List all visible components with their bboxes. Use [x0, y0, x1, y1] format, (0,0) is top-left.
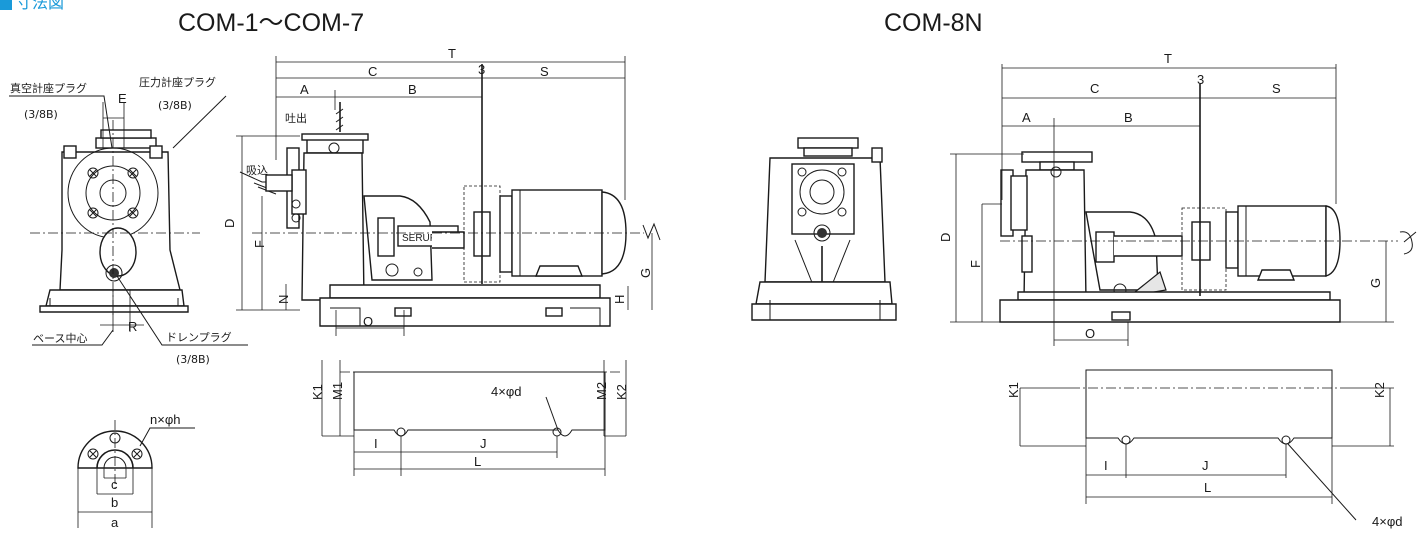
dim-label-J-right: J: [1202, 458, 1209, 473]
callout-pressure-plug: 圧力計座プラグ: [139, 75, 216, 89]
side-view-left: SERUPURA T C 3 S A B D F N: [222, 46, 661, 336]
dim-label-M2-left: M2: [594, 382, 609, 400]
dim-label-L-left: L: [474, 454, 481, 469]
dim-label-N-left: N: [276, 295, 291, 304]
callout-suction: 吸込: [246, 164, 268, 177]
dim-label-a: a: [111, 515, 119, 530]
callout-drain-size: (3/8B): [176, 353, 210, 366]
dim-label-D-left: D: [222, 219, 237, 228]
dim-label-C-left: C: [368, 64, 377, 79]
title-right: COM-8N: [884, 9, 983, 37]
dim-label-A-left: A: [300, 82, 309, 97]
dim-label-S-left: S: [540, 64, 549, 79]
dim-label-K2-left: K2: [614, 384, 629, 400]
dim-label-O-right: O: [1085, 326, 1095, 341]
dim-label-b: b: [111, 495, 118, 510]
dim-label-gap-right: 3: [1197, 72, 1204, 87]
dim-label-O-left: O: [363, 314, 373, 329]
callout-flange-holes: n×φh: [150, 412, 180, 427]
dim-label-T-right: T: [1164, 51, 1172, 66]
dim-label-R: R: [128, 319, 137, 334]
flange-detail-left: [77, 420, 195, 528]
base-plan-right: K1 K2 I J L: [1006, 369, 1394, 521]
dim-label-G-right: G: [1368, 278, 1383, 288]
dim-label-D-right: D: [938, 233, 953, 242]
section-marker: [0, 0, 12, 10]
callout-bolt-holes-right: 4×φd: [1372, 514, 1402, 529]
dim-label-F-right: F: [968, 260, 983, 268]
dim-label-M1-left: M1: [330, 382, 345, 400]
front-view-left: E R: [9, 91, 248, 346]
dim-label-A-right: A: [1022, 110, 1031, 125]
front-view-right: [751, 137, 897, 321]
dim-label-L-right: L: [1204, 480, 1211, 495]
dim-label-c: c: [111, 477, 118, 492]
callout-drain-plug: ドレンプラグ: [166, 330, 232, 344]
dim-label-J-left: J: [480, 436, 487, 451]
callout-vacuum-plug: 真空計座プラグ: [10, 81, 87, 95]
title-left: COM-1～COM-7: [178, 9, 364, 37]
side-view-right: T C 3 S A B D F G O: [938, 51, 1417, 346]
dim-label-B-right: B: [1124, 110, 1133, 125]
base-plan-left: K1 M1 M2 K2 I J L: [310, 360, 629, 476]
dim-label-I-left: I: [374, 436, 378, 451]
dim-label-F-left: F: [252, 240, 267, 248]
dim-label-C-right: C: [1090, 81, 1099, 96]
dim-label-S-right: S: [1272, 81, 1281, 96]
callout-bolt-holes-left: 4×φd: [491, 384, 521, 399]
dim-label-G-left: G: [638, 268, 653, 278]
dim-label-K1-right: K1: [1006, 382, 1021, 398]
dim-label-I-right: I: [1104, 458, 1108, 473]
dim-label-K1-left: K1: [310, 384, 325, 400]
callout-discharge: 吐出: [285, 111, 307, 125]
dim-label-H-left: H: [612, 295, 627, 304]
dim-label-gap-left: 3: [478, 62, 485, 77]
callout-pressure-size: (3/8B): [158, 99, 192, 112]
dim-label-T-left: T: [448, 46, 456, 61]
section-label: 寸法図: [16, 0, 64, 12]
callout-vacuum-size: (3/8B): [24, 108, 58, 121]
dim-label-B-left: B: [408, 82, 417, 97]
nameplate-text: SERUPURA: [402, 233, 458, 244]
dim-label-E: E: [118, 91, 127, 106]
dim-label-K2-right: K2: [1372, 382, 1387, 398]
callout-base-center: ベース中心: [33, 332, 87, 345]
